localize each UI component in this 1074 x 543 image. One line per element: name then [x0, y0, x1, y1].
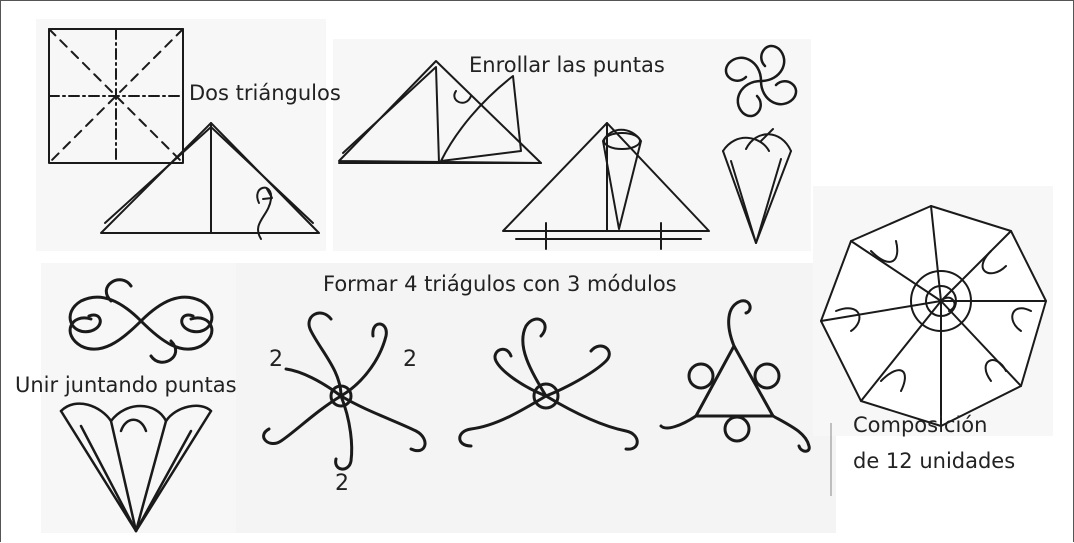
label-doce-unidades: de 12 unidades: [853, 449, 1016, 473]
triangle-module-diagram: [659, 299, 811, 453]
kusudama-composition: [820, 205, 1047, 427]
panel-step5-bg: [236, 263, 836, 533]
panel-step1-bg: [36, 19, 326, 251]
label-dos-triangulos: Dos triángulos: [189, 81, 341, 105]
three-module-pinwheel-1: [262, 311, 427, 471]
module-count-bottom: 2: [335, 471, 349, 496]
folded-square-diagram: [48, 28, 184, 164]
panel-step3-bg: [713, 39, 811, 251]
triangle-fold-diagram: [100, 122, 320, 240]
module-count-left: 2: [269, 347, 283, 372]
label-enrollar-puntas: Enrollar las puntas: [469, 53, 665, 77]
module-count-right: 2: [403, 347, 417, 372]
label-composicion: Composición: [853, 413, 988, 437]
joined-cones-diagram: [59, 402, 213, 533]
roll-tip-diagram-upper: [338, 60, 542, 164]
cross-curl-ornament: [68, 278, 214, 364]
roll-tip-diagram-lower: [502, 122, 710, 250]
label-unir-puntas: Unir juntando puntas: [15, 373, 237, 397]
three-module-pinwheel-2: [458, 317, 639, 451]
four-curl-ornament: [724, 44, 798, 118]
label-formar-triangulos: Formar 4 triágulos con 3 módulos: [323, 272, 677, 296]
cone-unit-diagram: [722, 128, 792, 244]
